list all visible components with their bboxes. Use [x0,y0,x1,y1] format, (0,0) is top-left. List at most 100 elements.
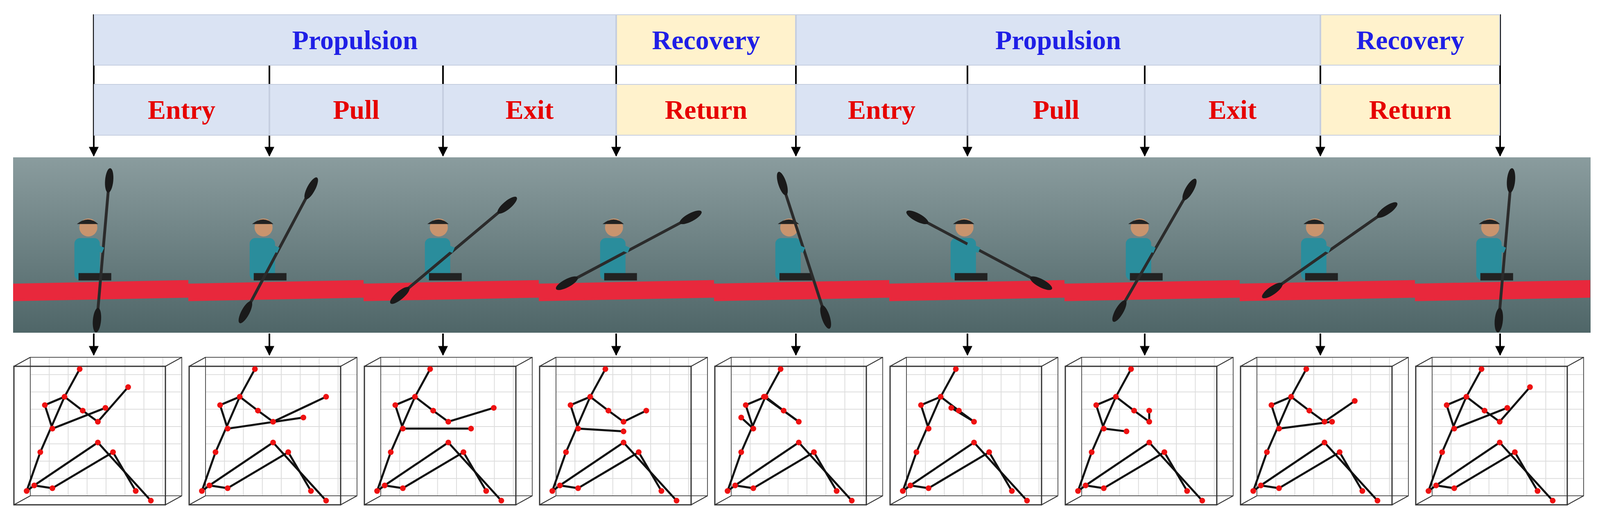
skeleton-bone [951,407,975,422]
cube-edge [1392,495,1409,505]
skeleton-bone [273,396,327,422]
paddler-hair [602,219,624,224]
paddle-blade [1259,280,1285,301]
water-background [889,157,1065,333]
skeleton-joint [750,484,757,491]
skeleton-joint [460,449,467,455]
phase-band: Exit [442,83,617,136]
phase-band: Entry [795,83,968,136]
skeleton-joint [1250,487,1257,494]
grid-line [731,460,883,462]
grid-line [688,357,690,496]
paddle-blade [301,175,321,201]
skeleton-bone [1514,451,1538,491]
skeleton-joint [587,393,594,400]
stage-band: Recovery [616,14,796,66]
grid-line [555,442,708,444]
skeleton-joint [750,425,757,432]
cube-edge [1041,357,1058,367]
cube-edge [1256,357,1409,496]
skeleton-bone [1466,396,1485,411]
grid-line [1038,357,1040,496]
skeleton-bone [239,368,256,397]
water-background [714,157,890,333]
skeleton-joint [285,449,292,455]
skeleton-joint [430,407,437,414]
skeleton-joint [1329,418,1336,425]
grid-line [380,442,533,444]
water-background [1064,157,1241,333]
paddle-blade [103,167,115,194]
grid-line [337,357,339,496]
skeleton-joint [849,497,855,504]
skeleton-joint [925,425,932,432]
paddler-arm [1492,244,1506,251]
paddle-blade [904,207,930,227]
stage-label: Recovery [652,24,761,56]
skeleton-joint [1306,407,1313,414]
skeleton-joint [1128,366,1135,372]
skeleton-joint [635,449,642,455]
grid-line [1019,357,1021,496]
paddler-hair [76,219,99,224]
skeleton-joint [1075,487,1081,494]
grid-line [1432,442,1584,444]
paddler-hair [252,219,274,224]
skeleton-bone [741,396,766,452]
skeleton-bone [1441,396,1467,452]
skeleton-bone [1091,396,1116,452]
cube-edge [515,495,533,505]
skeleton-joint [37,449,43,455]
pose-skeleton [1415,357,1584,505]
skeleton-joint [605,407,612,414]
skeleton-joint [374,487,380,494]
phase-label: Return [1369,94,1452,126]
grid-line [318,357,320,496]
cube-edge [1392,357,1409,367]
skeleton-bone [1339,451,1363,491]
skeleton-joint [1425,487,1432,494]
grid-line [1370,357,1372,496]
skeleton-bone [590,396,609,411]
grid-line [205,477,358,479]
paddle-shaft [1272,210,1388,291]
skeleton-joint [658,487,665,494]
cube-edge [1415,357,1433,367]
skeleton-joint [811,449,817,455]
phase-label: Pull [332,94,380,126]
skeleton-joint [94,439,101,446]
skeleton-bone [590,368,606,397]
kayak-photo [889,157,1065,333]
skeleton-bone [928,451,990,489]
grid-line [906,460,1058,462]
paddle-blade [1374,199,1400,221]
cube-edge [189,366,341,505]
skeleton-joint [445,439,452,446]
skeleton-bone [940,396,959,411]
paddler-legs [429,272,462,281]
skeleton-bone [798,442,852,501]
phase-label: Entry [147,94,216,126]
paddle-blade [1179,176,1200,203]
skeleton-joint [1131,407,1137,414]
paddle-shaft [1119,189,1190,312]
cube-edge [539,495,556,505]
skeleton-joint [1093,402,1100,408]
phase-band: Entry [93,83,270,136]
skeleton-joint [918,402,925,408]
cube-edge [1567,495,1584,505]
grid-line [162,357,164,496]
grid-line [1432,460,1584,462]
cube-edge [364,357,381,367]
phase-label: Entry [847,94,916,126]
skeleton-joint [125,384,132,390]
skeleton-joint [575,425,581,432]
paddle-blade [235,299,255,325]
skeleton-bone [1454,407,1508,429]
skeleton-bone [1324,400,1355,422]
paddler-arm [441,244,454,251]
skeleton-bone [40,396,65,452]
skeleton-joint [562,449,569,455]
grid-line [512,357,514,496]
paddler-legs [954,272,988,281]
